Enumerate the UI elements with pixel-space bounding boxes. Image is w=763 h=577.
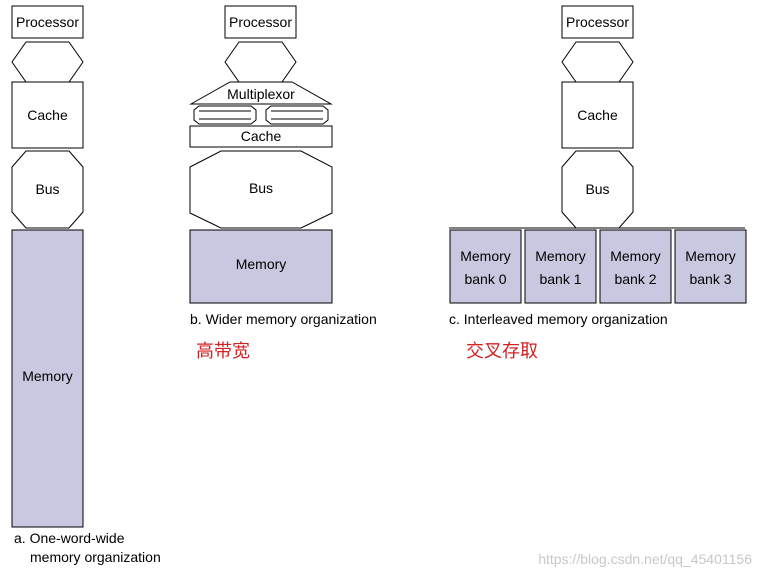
c-bank-box: [674, 229, 747, 304]
c-processor-box: [561, 5, 634, 39]
a-memory-box: [11, 229, 84, 528]
a-processor-box: [11, 5, 84, 39]
c-bank-box: [524, 229, 597, 304]
b-multiplexor-shape: [189, 81, 333, 105]
c-cache-box: [561, 81, 634, 149]
a-caption-line1: a. One-word-wide: [14, 530, 125, 546]
c-memory-bank-2: Memory bank 2: [599, 229, 672, 304]
a-cache-box: [11, 81, 84, 149]
b-bus-label: Bus: [249, 180, 273, 196]
section-a: Processor Cache Bus Memory a. One-word-w…: [11, 5, 161, 565]
section-c: Processor Cache Bus Memory bank 0 Memory…: [449, 5, 747, 362]
c-processor-label: Processor: [566, 14, 629, 30]
c-bank-label-line2: bank 3: [689, 271, 731, 287]
b-cache-box: [189, 125, 333, 148]
c-bank-label-line2: bank 0: [464, 271, 506, 287]
c-bank-label-line2: bank 2: [614, 271, 656, 287]
b-mux-cache-links: [193, 105, 329, 125]
c-bank-label-line1: Memory: [610, 248, 661, 264]
a-processor-label: Processor: [16, 14, 79, 30]
b-bus-shape: [189, 150, 333, 229]
b-memory-box: [189, 229, 333, 304]
c-processor-cache-link: [561, 41, 634, 83]
c-bank-label-line1: Memory: [685, 248, 736, 264]
c-bank-box: [599, 229, 672, 304]
a-bus-shape: [11, 150, 84, 229]
c-cache-label: Cache: [577, 107, 618, 123]
watermark: https://blog.csdn.net/qq_45401156: [538, 551, 752, 567]
c-memory-bank-0: Memory bank 0: [449, 229, 522, 304]
b-handwritten-note: 高带宽: [196, 341, 250, 362]
section-b: Processor Multiplexor Cache Bus Memory b…: [189, 5, 377, 362]
b-processor-box: [224, 5, 297, 39]
c-bus-shape: [561, 150, 634, 229]
c-handwritten-note: 交叉存取: [466, 341, 538, 362]
b-processor-label: Processor: [229, 14, 292, 30]
a-memory-label: Memory: [22, 368, 73, 384]
c-caption: c. Interleaved memory organization: [449, 311, 668, 327]
c-bank-box: [449, 229, 522, 304]
a-caption-line2: memory organization: [30, 549, 161, 565]
b-multiplexor-label: Multiplexor: [227, 86, 295, 102]
b-caption: b. Wider memory organization: [190, 311, 377, 327]
c-bank-label-line1: Memory: [535, 248, 586, 264]
b-processor-mux-link: [224, 41, 297, 83]
c-bank-label-line2: bank 1: [539, 271, 581, 287]
c-memory-bank-3: Memory bank 3: [674, 229, 747, 304]
c-memory-bank-1: Memory bank 1: [524, 229, 597, 304]
c-bus-label: Bus: [585, 181, 609, 197]
a-processor-cache-link: [11, 41, 84, 83]
b-cache-label: Cache: [241, 128, 282, 144]
a-cache-label: Cache: [27, 107, 68, 123]
a-bus-label: Bus: [35, 181, 59, 197]
c-bank-label-line1: Memory: [460, 248, 511, 264]
b-memory-label: Memory: [236, 256, 287, 272]
